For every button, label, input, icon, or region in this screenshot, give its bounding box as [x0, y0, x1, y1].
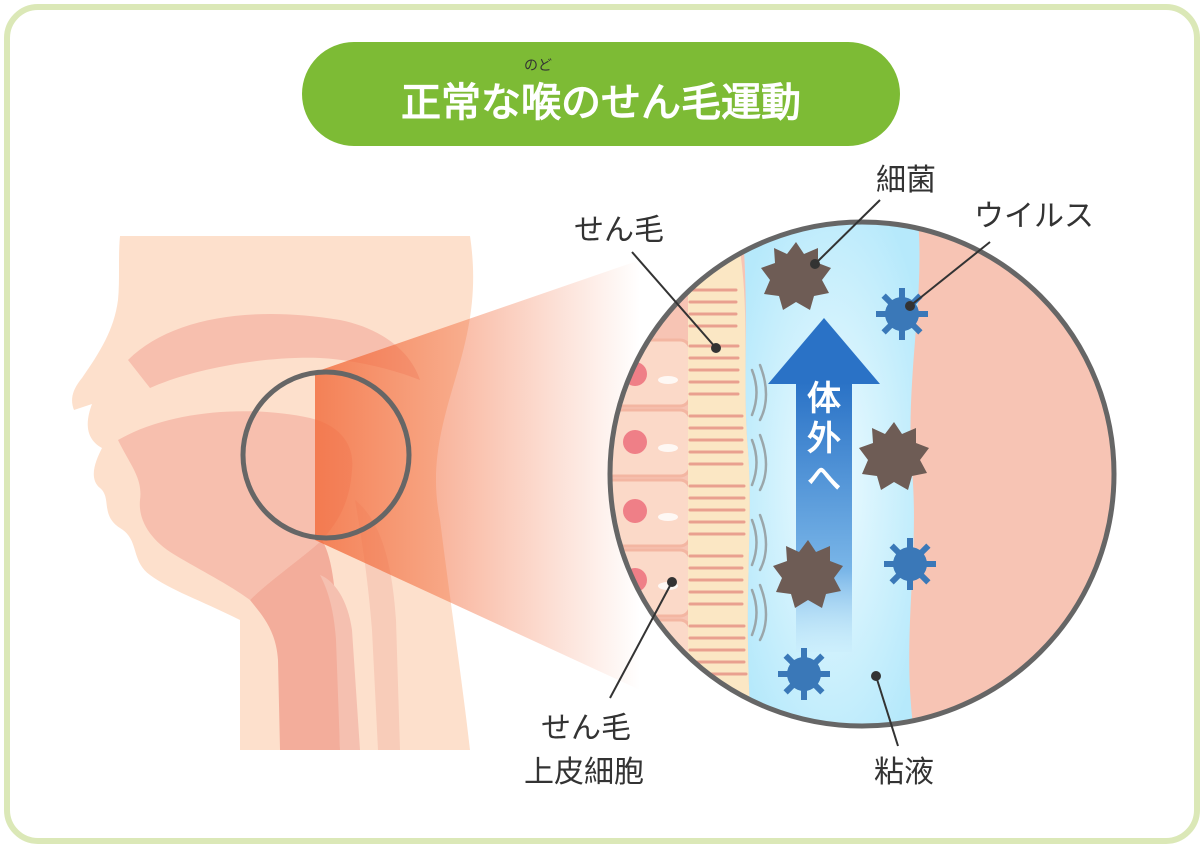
magnified-circle-border — [607, 219, 1117, 729]
label-bacteria: 細菌 — [876, 163, 936, 198]
virus-icon — [876, 288, 928, 340]
zoom-source-circle — [240, 369, 412, 541]
magnified-view: 体 外 へ — [610, 222, 1114, 726]
up-arrow-icon — [768, 318, 880, 652]
zoom-beam — [315, 260, 640, 690]
arrow-char-1: 体 — [807, 379, 841, 419]
virus-icon — [778, 648, 830, 700]
page-title: 正常な喉のせん毛運動 — [401, 80, 801, 126]
cilia — [688, 288, 748, 676]
label-virus: ウイルス — [974, 199, 1094, 234]
title-pill — [302, 42, 900, 146]
label-epithelium-line1: せん毛 — [541, 711, 631, 746]
arrow-char-2: 外 — [807, 419, 841, 459]
label-epithelium-line2: 上皮細胞 — [524, 755, 644, 790]
title-ruby: のど — [524, 58, 552, 74]
label-cilia: せん毛 — [574, 213, 664, 248]
label-mucus: 粘液 — [874, 755, 934, 790]
virus-icon — [884, 538, 936, 590]
arrow-char-3: へ — [807, 459, 841, 499]
